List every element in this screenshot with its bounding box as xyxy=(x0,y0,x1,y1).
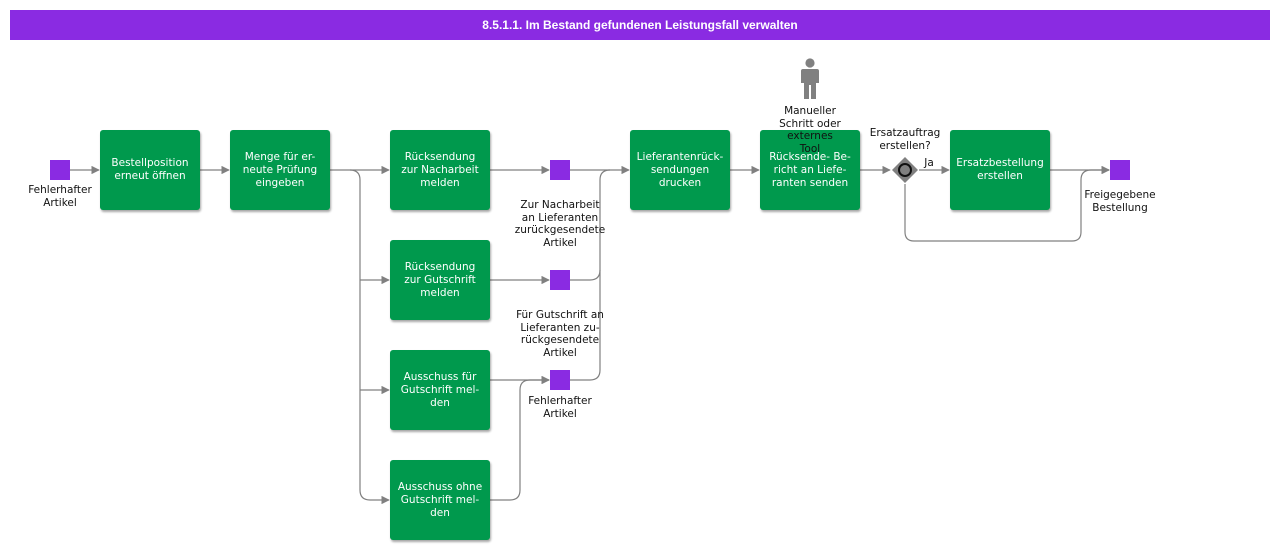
task-bericht-senden[interactable]: Rücksende- Be- richt an Liefe- ranten se… xyxy=(760,130,860,210)
task-ruecksendungen-drucken[interactable]: Lieferantenrück- sendungen drucken xyxy=(630,130,730,210)
edge-menge-branch-trunk xyxy=(349,169,390,505)
gutschrift-event-label: Für Gutschrift an Lieferanten zu- rückge… xyxy=(516,309,604,359)
gutschrift-event[interactable] xyxy=(550,270,570,290)
start-event-label: Fehlerhafter Artikel xyxy=(28,184,92,209)
nacharbeit-event-label: Zur Nacharbeit an Lieferanten zurückgese… xyxy=(514,199,606,249)
person-icon xyxy=(801,58,819,99)
gateway-yes-label: Ja xyxy=(924,157,934,169)
fehlerhaft-event[interactable] xyxy=(550,370,570,390)
gateway-diamond-icon[interactable] xyxy=(892,157,918,183)
actor-label: Manueller Schritt oder externes Tool xyxy=(779,105,841,155)
edge-ausschuss-ohne-to-event xyxy=(490,375,550,501)
task-ausschuss-ohne-gutschrift[interactable]: Ausschuss ohne Gutschrift mel- den xyxy=(390,460,490,540)
task-ruecksendung-nacharbeit[interactable]: Rücksendung zur Nacharbeit melden xyxy=(390,130,490,210)
edge-gutschrift-event-merge xyxy=(570,269,601,281)
nacharbeit-event[interactable] xyxy=(550,160,570,180)
task-ruecksendung-gutschrift[interactable]: Rücksendung zur Gutschrift melden xyxy=(390,240,490,320)
task-ausschuss-fuer-gutschrift[interactable]: Ausschuss für Gutschrift mel- den xyxy=(390,350,490,430)
task-bestellposition-oeffnen[interactable]: Bestellposition erneut öffnen xyxy=(100,130,200,210)
start-event[interactable] xyxy=(50,160,70,180)
edge-gateway-no-to-end xyxy=(904,165,1110,242)
end-event[interactable] xyxy=(1110,160,1130,180)
end-event-label: Freigegebene Bestellung xyxy=(1084,189,1156,214)
task-menge-eingeben[interactable]: Menge für er- neute Prüfung eingeben xyxy=(230,130,330,210)
gateway-question-label: Ersatzauftrag erstellen? xyxy=(869,127,941,152)
task-ersatzbestellung-erstellen[interactable]: Ersatzbestellung erstellen xyxy=(950,130,1050,210)
diagram-title: 8.5.1.1. Im Bestand gefundenen Leistungs… xyxy=(10,10,1270,40)
edge-events-merge-trunk xyxy=(570,169,611,381)
fehlerhaft-event-label: Fehlerhafter Artikel xyxy=(528,395,592,420)
